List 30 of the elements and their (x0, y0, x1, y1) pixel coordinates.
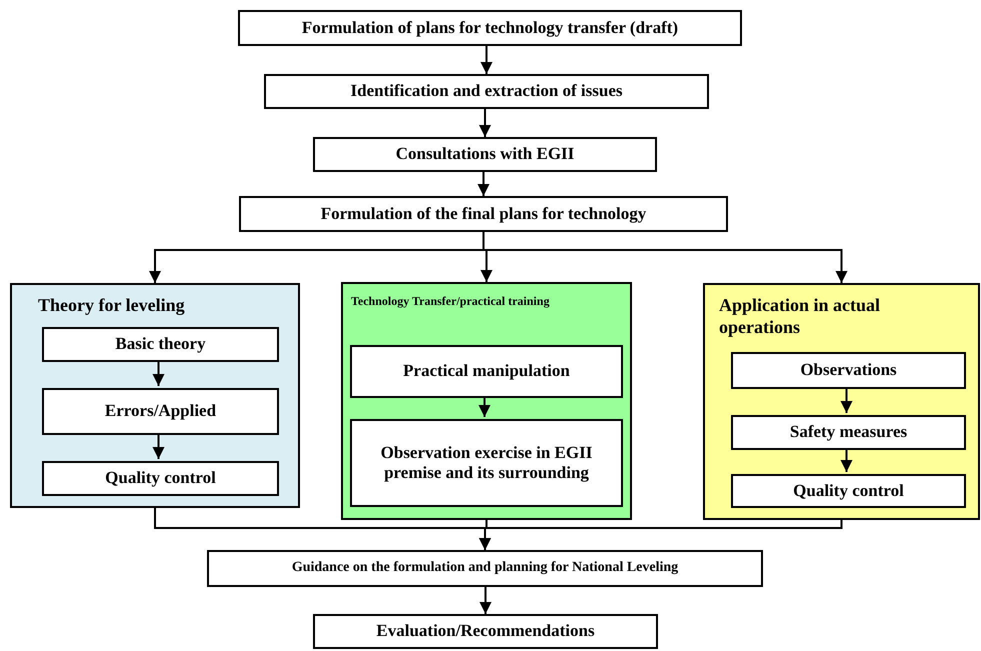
arrow (152, 433, 164, 459)
process-box: Consultations with EGII (313, 137, 657, 172)
process-box: Evaluation/Recommendations (313, 614, 658, 649)
arrow (478, 396, 490, 417)
group-panel (703, 283, 980, 520)
process-box: Identification and extraction of issues (264, 74, 709, 109)
arrow (479, 109, 491, 137)
process-box: Safety measures (731, 415, 966, 450)
process-box: Errors/Applied (42, 388, 279, 435)
arrow (840, 387, 852, 413)
process-box: Quality control (42, 461, 279, 496)
group-panel (10, 283, 300, 508)
group-heading: Technology Transfer/practical training (351, 294, 550, 308)
arrow (480, 587, 492, 614)
process-box: Quality control (731, 474, 966, 508)
group-heading: Theory for leveling (38, 295, 186, 317)
process-box: Guidance on the formulation and planning for National Leveling (207, 550, 763, 587)
group-panel (341, 282, 632, 520)
process-box: Formulation of plans for technology transfer (draft) (238, 10, 742, 46)
arrow (478, 172, 490, 196)
arrow (840, 448, 852, 472)
arrow (479, 520, 842, 550)
group-heading: Application in actual operations (719, 295, 882, 338)
process-box: Practical manipulation (350, 345, 623, 398)
arrow (152, 360, 164, 386)
process-box: Observations (731, 352, 966, 389)
process-box: Observation exercise in EGII premise and its surrounding (350, 419, 623, 507)
process-box: Formulation of the final plans for technology (239, 196, 728, 232)
process-box: Basic theory (42, 327, 279, 362)
arrow (480, 46, 492, 74)
